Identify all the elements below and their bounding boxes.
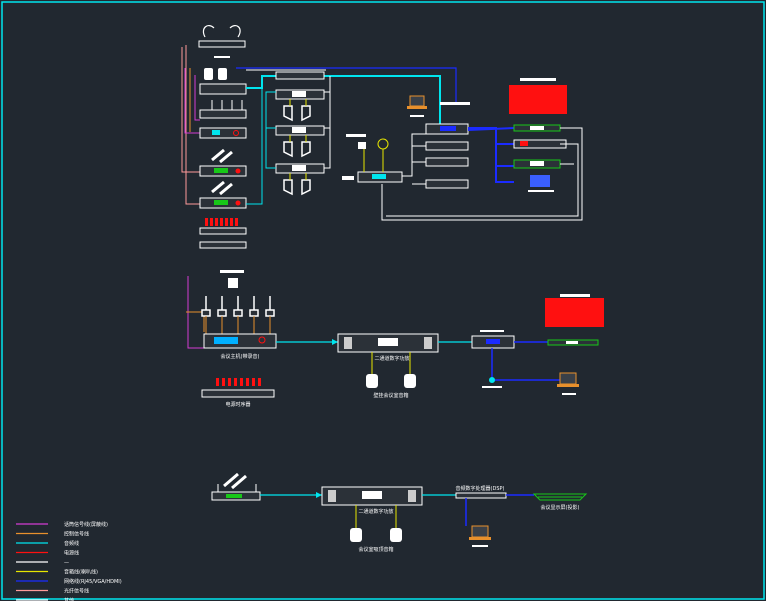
- digital-amplifier-3: 二通道数字功放 会议室吸顶音箱: [321, 486, 423, 553]
- speaker-label-2: 壁挂会议室音箱: [373, 392, 408, 399]
- legend-item: 音频线: [16, 540, 79, 547]
- display-label-3: 会议显示屏(投影): [541, 504, 580, 511]
- legend-item: 其他: [16, 597, 74, 601]
- legend-item: 网络线(RJ45/VGA/HDMI): [16, 578, 122, 585]
- section-simple-system: 二通道数字功放 会议室吸顶音箱 音频数字处理器(DSP) 会议显示屏(投影): [211, 472, 588, 553]
- power-sequencer-1: [199, 218, 247, 249]
- legend-label: 话筒信号线(屏蔽线): [64, 521, 108, 528]
- legend-label: 网络线(RJ45/VGA/HDMI): [64, 578, 122, 585]
- desktop-mics: [201, 296, 275, 317]
- processor-2: [471, 330, 560, 388]
- speaker-label-3: 会议室吸顶音箱: [358, 546, 393, 553]
- legend-item: 控制信号线: [16, 531, 89, 538]
- wireless-handheld-receiver-3: [211, 472, 261, 501]
- legend-label: 音箱线(喇叭线): [64, 569, 98, 576]
- amplifier-label-2: 二通道数字功放: [374, 355, 409, 362]
- legend-label: 光纤信号线: [64, 588, 89, 595]
- legend-item: 光纤信号线: [16, 588, 89, 595]
- display-screen-1: [509, 78, 567, 114]
- right-devices: [381, 124, 583, 221]
- legend-item: 电源线: [16, 550, 79, 557]
- laptop-icon: [407, 95, 427, 117]
- handheld-mic-receiver-1: [199, 148, 247, 177]
- matrix-switchers: [412, 102, 470, 189]
- power-sequencer-2: 电源时序器: [201, 378, 275, 408]
- power-sequencer-label: 电源时序器: [225, 401, 250, 408]
- rack-unit-2: [199, 127, 247, 139]
- processor-3: 音频数字处理器(DSP): [455, 485, 534, 526]
- legend-item: —: [16, 560, 69, 566]
- legend-label: 其他: [64, 597, 74, 601]
- central-processor: [342, 133, 426, 183]
- conference-host-label: 会议主机(带录音): [221, 353, 260, 360]
- legend-label: 音频线: [64, 540, 79, 547]
- gooseneck-mic-unit: [198, 25, 246, 58]
- legend-label: —: [64, 560, 69, 566]
- mic-capsules: [204, 68, 227, 80]
- amplifier-stack: [265, 71, 331, 196]
- rack-unit-1: [199, 83, 247, 95]
- wireless-receiver-1: [199, 100, 247, 119]
- legend-label: 控制信号线: [64, 531, 89, 538]
- display-screen-2: [545, 294, 604, 346]
- section-meeting-room-system: 会议主机(带录音) 电源时序器 二通道数字功放 壁挂会议室音箱: [186, 270, 604, 408]
- laptop-icon-3: [469, 525, 491, 547]
- ceiling-display-3: 会议显示屏(投影): [532, 493, 588, 511]
- section-main-system: [181, 25, 583, 249]
- laptop-icon-2: [557, 372, 579, 395]
- legend-item: 音箱线(喇叭线): [16, 569, 98, 576]
- processor-label-3: 音频数字处理器(DSP): [456, 485, 505, 492]
- legend-item: 话筒信号线(屏蔽线): [16, 521, 108, 528]
- handheld-mic-receiver-2: [199, 180, 247, 209]
- conference-host-mixer: 会议主机(带录音): [203, 333, 277, 360]
- amplifier-label-3: 二通道数字功放: [358, 508, 393, 515]
- digital-amplifier-2: 二通道数字功放 壁挂会议室音箱: [337, 333, 439, 399]
- legend-label: 电源线: [64, 550, 79, 557]
